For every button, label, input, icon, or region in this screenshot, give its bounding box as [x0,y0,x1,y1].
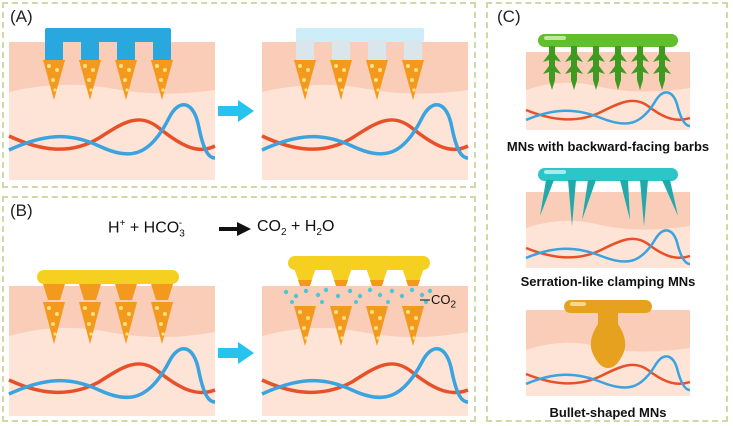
co2-product-sub: 2 [281,227,287,239]
panel-c-label: (C) [497,7,521,26]
panel-a-label: (A) [10,7,33,26]
bicarbonate-sub: 3 [179,228,185,240]
serration-mn-scene [525,168,691,268]
water-h: H [304,218,317,235]
caption-serration-mns: Serration-like clamping MNs [520,274,696,289]
barbed-mn-scene [525,34,691,130]
caption-barbed-mns: MNs with backward-facing barbs [506,139,710,154]
hydrogen-charge: + [119,218,126,229]
water-o: O [321,218,335,235]
caption-bullet-mns: Bullet-shaped MNs [549,405,667,420]
co2-label-sub: 2 [450,299,457,311]
arrow-right-icon [218,100,254,122]
reaction-right: CO2 + H2O [257,218,334,238]
panel-b-scene-before [8,270,216,416]
plus-sign: + [129,219,140,237]
panel-b-label: (B) [10,201,33,220]
arrow-right-icon [218,342,254,364]
bicarbonate: HCO [143,219,180,237]
bullet-mn-scene [525,300,691,396]
co2-product: CO [257,218,281,235]
panel-a-scene-after [261,28,469,180]
panel-c [486,2,728,422]
reaction-arrow-icon [219,222,251,236]
hydrogen-ion: H [108,219,120,237]
co2-label: CO2 [431,292,456,311]
panel-a [2,2,476,188]
co2-label-text: CO [431,292,451,307]
bicarbonate-charge: - [178,218,183,229]
water-sub: 2 [316,227,322,239]
plus-sign-2: + [291,218,301,235]
panel-b [2,196,476,422]
panel-a-scene-before [8,28,216,180]
reaction-left: H+ + HCO3- [108,218,185,240]
panel-b-scene-after [261,256,469,416]
